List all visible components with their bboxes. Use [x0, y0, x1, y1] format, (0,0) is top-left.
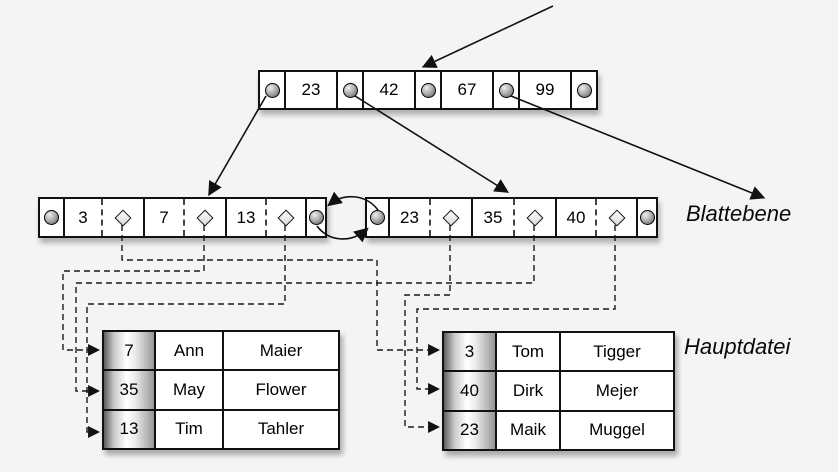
- record-pointer-cell: [265, 199, 305, 236]
- record-field-cell: Tigger: [559, 333, 673, 371]
- pointer-circle-icon: [639, 210, 655, 225]
- leaf-node-left: 3 7 13: [38, 197, 327, 238]
- pointer-circle-icon: [342, 82, 358, 98]
- record-key-cell: 7: [104, 332, 154, 370]
- pointer-cell: [414, 72, 440, 108]
- leaf-node-right: 23 35 40: [365, 197, 658, 238]
- key-cell: 35: [471, 199, 513, 236]
- record-key-cell: 23: [444, 411, 495, 449]
- record-field-cell: May: [154, 371, 222, 409]
- record-field-cell: Maik: [495, 411, 559, 449]
- leaf-level-label: Blattebene: [686, 201, 792, 226]
- record-pointer-diamond-icon: [608, 209, 625, 226]
- record-field-cell: Maier: [222, 332, 338, 370]
- record-field-cell: Muggel: [559, 411, 673, 449]
- pointer-circle-icon: [420, 82, 436, 98]
- key-cell: 99: [518, 72, 570, 108]
- pointer-circle-icon: [264, 82, 280, 98]
- key-cell: 7: [143, 199, 183, 236]
- key-cell: 67: [440, 72, 492, 108]
- pointer-arrow-root-to-right-leaf: [354, 95, 510, 193]
- pointer-cell: [367, 199, 388, 236]
- record-pointer-cell: [101, 199, 143, 236]
- pointer-arrow-root-to-next-leaf: [510, 95, 766, 200]
- pointer-arrow-root-to-left-leaf: [208, 95, 267, 197]
- record-pointer-cell: [513, 199, 555, 236]
- pointer-cell: [570, 72, 596, 108]
- record-field-cell: Dirk: [495, 372, 559, 410]
- pointer-cell: [305, 199, 325, 236]
- record-pointer-cell: [429, 199, 471, 236]
- root-node: 23 42 67 99: [258, 70, 598, 110]
- entry-arrow-to-root: [421, 5, 554, 68]
- record-pointer-diamond-icon: [196, 209, 214, 226]
- pointer-circle-icon: [308, 210, 324, 225]
- record-field-cell: Mejer: [559, 372, 673, 410]
- pointer-circle-icon: [576, 82, 592, 98]
- record-field-cell: Tom: [495, 333, 559, 371]
- record-pointer-diamond-icon: [442, 209, 460, 226]
- key-cell: 3: [63, 199, 101, 236]
- record-pointer-cell: [595, 199, 636, 236]
- record-key-cell: 35: [104, 371, 154, 409]
- record-field-cell: Flower: [222, 371, 338, 409]
- key-cell: 23: [284, 72, 336, 108]
- record-pointer-cell: [183, 199, 225, 236]
- pointer-circle-icon: [498, 82, 514, 98]
- pointer-cell: [260, 72, 284, 108]
- key-cell: 23: [388, 199, 429, 236]
- pointer-cell: [492, 72, 518, 108]
- pointer-circle-icon: [44, 210, 59, 225]
- record-pointer-diamond-icon: [277, 209, 295, 226]
- pointer-cell: [336, 72, 362, 108]
- pointer-cell: [40, 199, 63, 236]
- record-key-cell: 3: [444, 333, 495, 371]
- record-pointer-diamond-icon: [114, 209, 132, 226]
- key-cell: 42: [362, 72, 414, 108]
- record-field-cell: Tim: [154, 410, 222, 448]
- record-key-cell: 13: [104, 410, 154, 448]
- key-cell: 13: [225, 199, 265, 236]
- main-file-label: Hauptdatei: [684, 334, 791, 359]
- pointer-cell: [636, 199, 656, 236]
- pointer-circle-icon: [370, 210, 385, 225]
- record-pointer-diamond-icon: [526, 209, 544, 226]
- record-field-cell: Ann: [154, 332, 222, 370]
- record-field-cell: Tahler: [222, 410, 338, 448]
- key-cell: 40: [555, 199, 595, 236]
- record-key-cell: 40: [444, 372, 495, 410]
